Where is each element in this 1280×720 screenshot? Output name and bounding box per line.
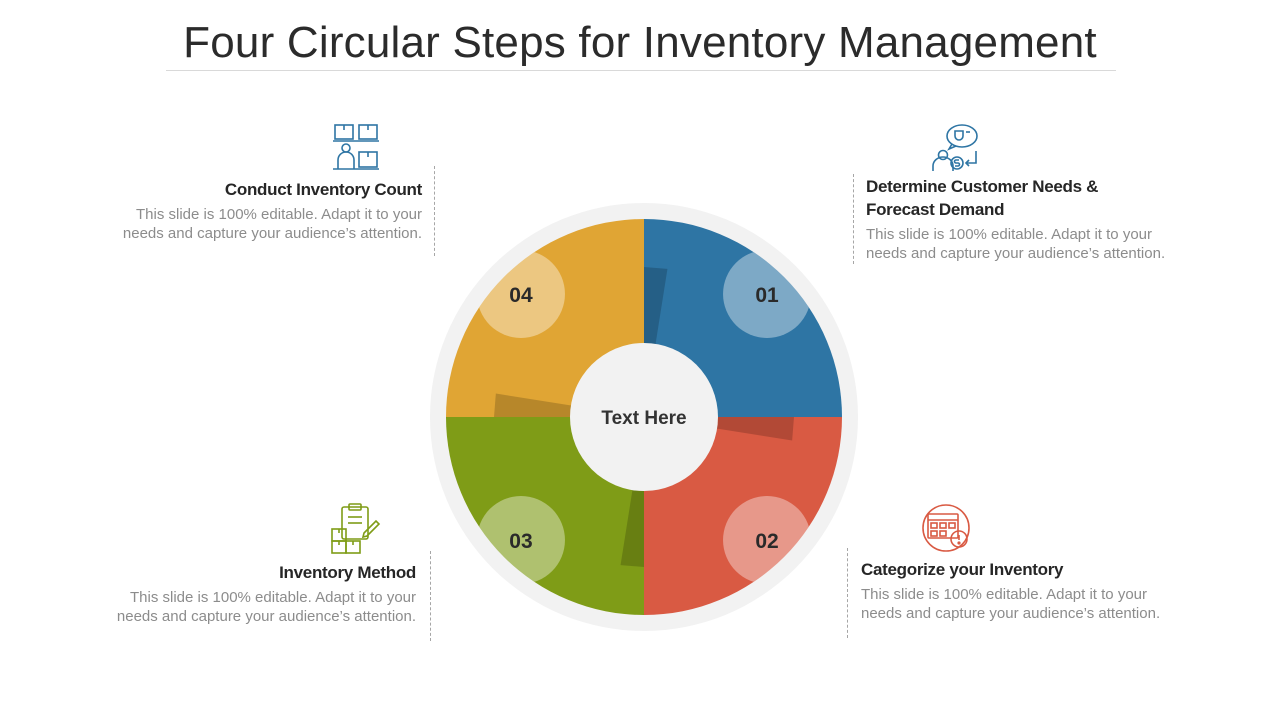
step-03-number: 03: [509, 530, 532, 553]
step-01-body: This slide is 100% editable. Adapt it to…: [866, 226, 1166, 262]
step-01-divider: [853, 174, 854, 264]
center-label: Text Here: [601, 408, 686, 429]
step-02-body: This slide is 100% editable. Adapt it to…: [861, 586, 1161, 622]
step-04-number: 04: [509, 284, 533, 307]
step-04-heading: Conduct Inventory Count: [224, 180, 422, 199]
step-01-heading: Determine Customer Needs & Forecast Dema…: [866, 177, 1099, 219]
warehouse-worker-icon: [332, 122, 380, 177]
page-title: Four Circular Steps for Inventory Manage…: [183, 18, 1097, 67]
step-02-text: Categorize your Inventory This slide is …: [861, 558, 1221, 623]
step-03-heading: Inventory Method: [279, 563, 416, 582]
center-circle: [570, 343, 718, 491]
step-01-number: 01: [755, 284, 779, 307]
step-03-divider: [430, 551, 431, 641]
customer-forecast-icon: [930, 123, 980, 178]
step-02-heading: Categorize your Inventory: [861, 560, 1064, 579]
clipboard-boxes-icon: [330, 503, 382, 560]
title-divider: [166, 70, 1116, 71]
categorize-icon: [920, 502, 972, 559]
step-01-text: Determine Customer Needs & Forecast Dema…: [866, 175, 1226, 263]
step-02-number: 02: [755, 530, 778, 553]
step-04-body: This slide is 100% editable. Adapt it to…: [122, 206, 422, 242]
step-02-divider: [847, 548, 848, 638]
step-04-text: Conduct Inventory Count This slide is 10…: [80, 178, 422, 243]
step-04-divider: [434, 166, 435, 256]
step-03-text: Inventory Method This slide is 100% edit…: [76, 561, 416, 626]
step-03-body: This slide is 100% editable. Adapt it to…: [116, 589, 416, 625]
